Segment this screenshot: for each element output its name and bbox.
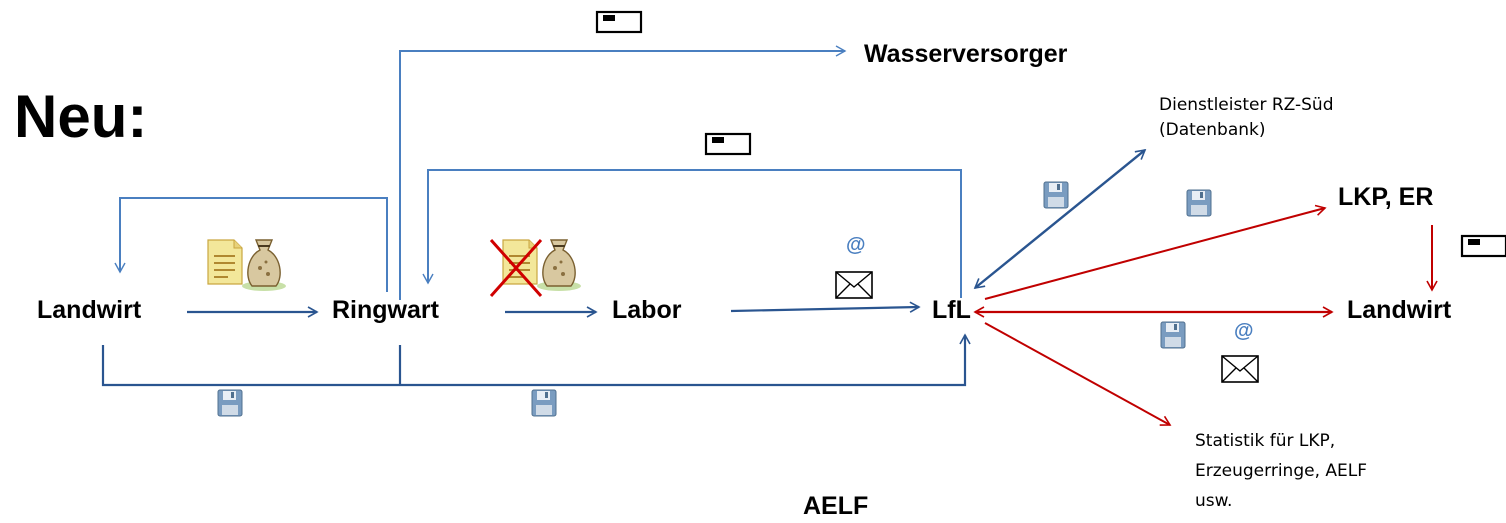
edge-bottom-loop: [101, 333, 971, 387]
note-dienstleister-line1: Dienstleister RZ-Süd: [1159, 95, 1334, 115]
edge-ringwart-landwirt-feedback: [114, 197, 388, 292]
sample-bag-icon: [241, 239, 287, 292]
node-landwirt-right: Landwirt: [1347, 296, 1452, 324]
node-ringwart: Ringwart: [332, 296, 439, 324]
sample-bag-icon: [536, 239, 582, 292]
floppy-disk-icon: [531, 389, 557, 417]
edge-ringwart-wasserversorger: [399, 45, 847, 300]
email-at-icon: @: [846, 234, 866, 256]
node-lfl: LfL: [932, 296, 971, 324]
floppy-disk-icon: [1043, 181, 1069, 209]
note-statistik-line2: Erzeugerringe, AELF: [1195, 461, 1367, 481]
edge-lfl-statistik: [984, 322, 1172, 426]
letter-icon: [704, 132, 752, 156]
note-statistik-line3: usw.: [1195, 491, 1233, 511]
floppy-disk-icon: [1186, 189, 1212, 217]
node-lkp-er: LKP, ER: [1338, 183, 1434, 211]
floppy-disk-icon: [1160, 321, 1186, 349]
edge-labor-lfl: [730, 301, 921, 313]
envelope-icon: [1221, 355, 1259, 383]
node-landwirt-left: Landwirt: [37, 296, 142, 324]
node-wasserversorger: Wasserversorger: [864, 40, 1068, 68]
edge-lfl-dienstleister: [973, 148, 1147, 290]
envelope-icon: [835, 271, 873, 299]
note-statistik: Statistik für LKP, Erzeugerringe, AELF u…: [1195, 426, 1367, 516]
letter-icon: [1460, 234, 1506, 258]
cross-icon: [489, 239, 543, 297]
node-labor: Labor: [612, 296, 682, 324]
letter-icon: [595, 10, 643, 34]
edge-lfl-lkp: [984, 204, 1327, 300]
node-aelf: AELF: [803, 492, 869, 520]
email-at-icon: @: [1234, 320, 1254, 342]
note-statistik-line1: Statistik für LKP,: [1195, 431, 1336, 451]
note-dienstleister: Dienstleister RZ-Süd (Datenbank): [1159, 93, 1334, 143]
page-title: Neu:: [14, 83, 148, 150]
document-icon: [207, 239, 243, 285]
note-dienstleister-line2: (Datenbank): [1159, 120, 1266, 140]
edge-lfl-ringwart-feedback: [422, 169, 962, 298]
floppy-disk-icon: [217, 389, 243, 417]
